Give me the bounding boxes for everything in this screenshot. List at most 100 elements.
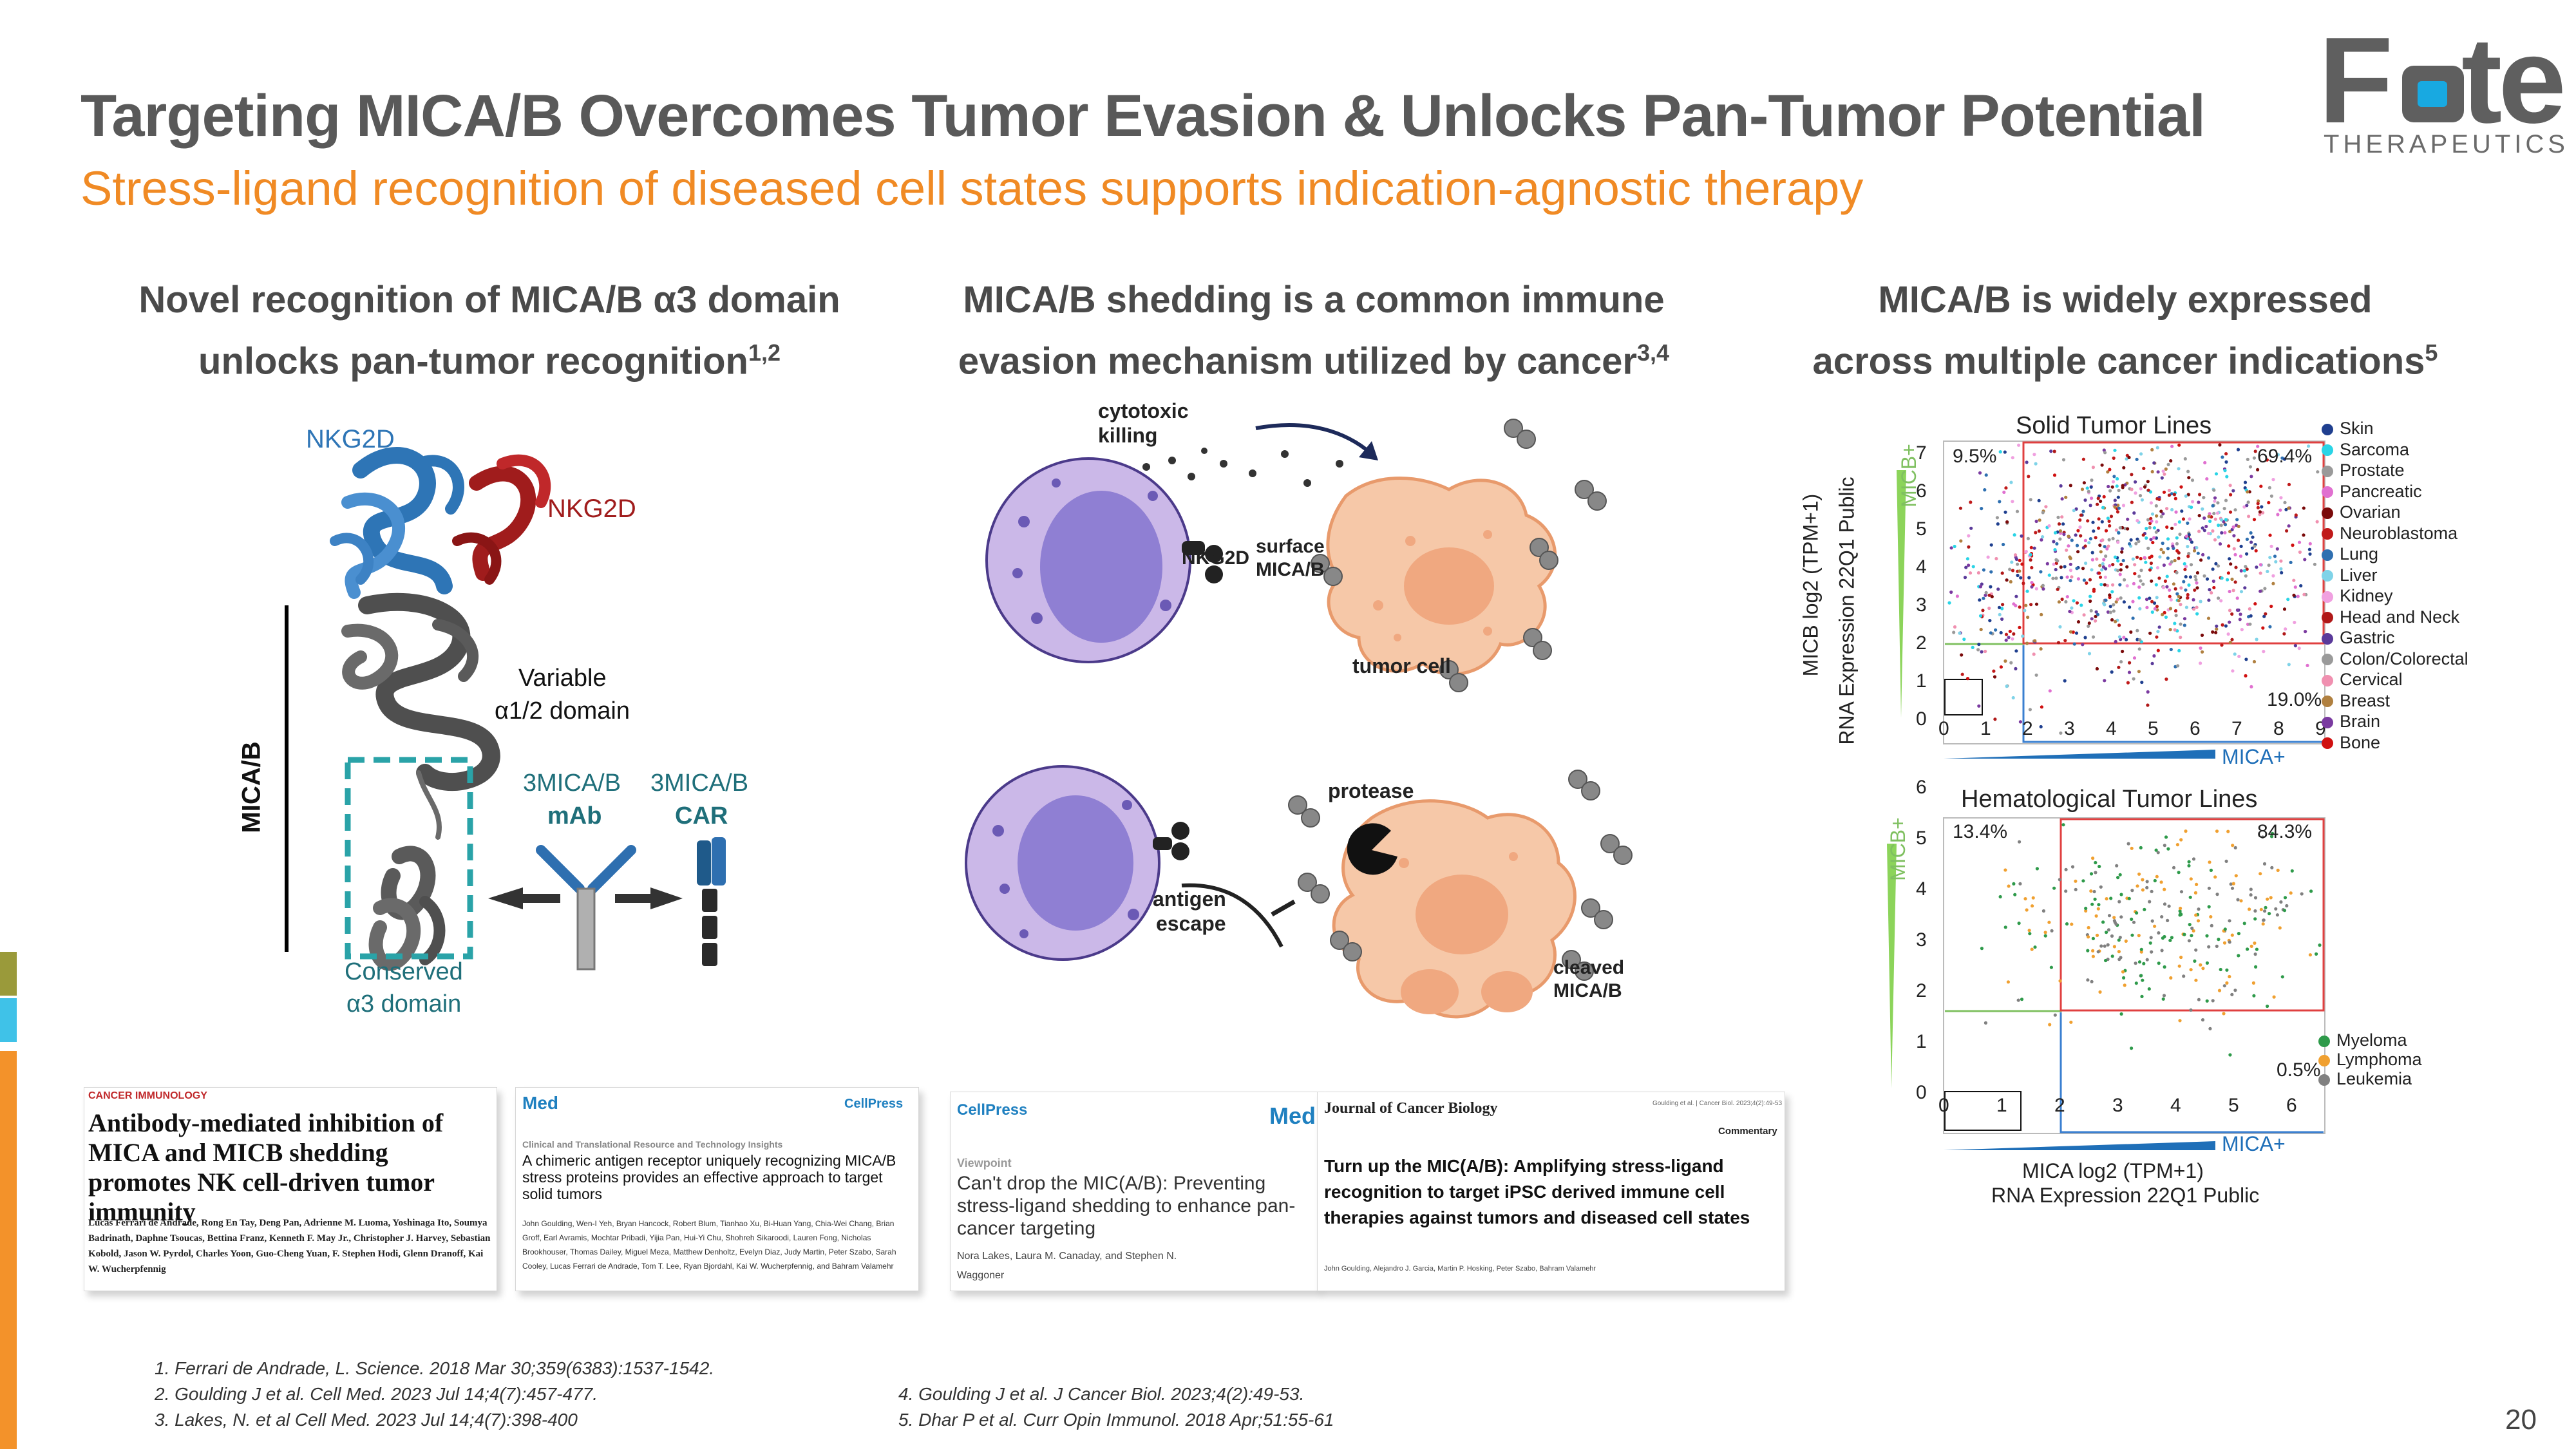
- scatter-point: [2069, 484, 2072, 488]
- legend-swatch-icon: [2322, 632, 2333, 645]
- scatter-point: [2088, 599, 2092, 603]
- scatter-point: [2228, 940, 2231, 944]
- scatter-point: [2096, 612, 2100, 616]
- legend-label: Leukemia: [2336, 1069, 2412, 1088]
- scatter-point: [2188, 923, 2192, 927]
- legend-item: Leukemia: [2318, 1069, 2412, 1089]
- scatter-point: [1953, 625, 1957, 629]
- scatter-point: [2166, 462, 2170, 466]
- scatter-point: [2258, 513, 2262, 516]
- scatter-point: [2090, 558, 2094, 562]
- scatter-point: [2171, 544, 2175, 548]
- paper-card-med-viewpoint[interactable]: CellPress Med Viewpoint Can't drop the M…: [950, 1092, 1318, 1291]
- scatter-point: [2167, 493, 2171, 497]
- scatter-point: [2142, 466, 2146, 470]
- scatter-point: [2055, 542, 2059, 546]
- scatter-point: [2292, 578, 2296, 582]
- paper-card-science[interactable]: CANCER IMMUNOLOGY Antibody-mediated inhi…: [84, 1087, 497, 1291]
- legend-label: Skin: [2340, 419, 2374, 438]
- scatter-point: [2112, 919, 2116, 923]
- scatter-point: [2083, 636, 2087, 639]
- scatter-point: [2134, 542, 2138, 545]
- scatter-point: [1955, 594, 1959, 598]
- scatter-point: [2230, 577, 2234, 582]
- scatter-point: [2037, 498, 2041, 502]
- paper-card-med-car[interactable]: Med CellPress Clinical and Translational…: [515, 1087, 919, 1291]
- scatter-point: [2145, 536, 2148, 540]
- scatter-point: [2238, 618, 2242, 621]
- scatter-point: [1987, 606, 1991, 611]
- scatter-point: [2067, 535, 2070, 538]
- scatter-point: [2009, 480, 2013, 484]
- heading-line1: MICA/B is widely expressed: [1878, 279, 2372, 321]
- scatter-point: [1999, 630, 2003, 635]
- scatter-point: [2117, 623, 2121, 627]
- scatter-point: [2092, 589, 2096, 593]
- scatter-point: [2274, 907, 2278, 911]
- scatter-point: [2128, 661, 2132, 665]
- x-tick-label: 5: [2148, 718, 2159, 739]
- solid-tumor-scatter: [1897, 440, 2325, 759]
- scatter-point: [2289, 560, 2293, 564]
- scatter-point: [2268, 486, 2271, 489]
- scatter-point: [2316, 470, 2320, 474]
- scatter-point: [2212, 585, 2216, 590]
- legend-label: Head and Neck: [2340, 607, 2460, 627]
- scatter-point: [2041, 583, 2045, 587]
- scatter-point: [2106, 943, 2110, 947]
- scatter-point: [2076, 550, 2080, 554]
- scatter-point: [2103, 583, 2107, 587]
- scatter-point: [2104, 598, 2108, 602]
- scatter-point: [2137, 934, 2141, 938]
- scatter-point: [2308, 552, 2312, 556]
- scatter-point: [2228, 1053, 2232, 1057]
- heading-line2: evasion mechanism utilized by cancer3,4: [958, 339, 1670, 383]
- scatter-point: [2203, 460, 2207, 465]
- scatter-point: [2254, 549, 2258, 553]
- scatter-point: [2138, 494, 2143, 498]
- scatter-point: [2130, 488, 2134, 491]
- scatter-point: [1947, 601, 1951, 605]
- scatter-point: [2062, 533, 2066, 536]
- scatter-point: [2111, 536, 2115, 540]
- scatter-point: [2094, 610, 2098, 614]
- scatter-point: [2213, 538, 2217, 542]
- scatter-point: [2119, 568, 2123, 572]
- scatter-point: [2218, 542, 2222, 546]
- scatter-point: [2126, 842, 2130, 846]
- scatter-point: [2224, 452, 2228, 456]
- sidebar-olive-bar: [0, 952, 17, 996]
- scatter-point: [2011, 500, 2014, 504]
- scatter-point: [2098, 575, 2103, 579]
- scatter-point: [2127, 455, 2131, 459]
- scatter-point: [2144, 560, 2148, 564]
- scatter-point: [1960, 653, 1964, 657]
- scatter-point: [2130, 846, 2134, 850]
- scatter-point: [2016, 998, 2020, 1002]
- legend-item: Skin: [2322, 419, 2374, 439]
- x-tick-label: 3: [2112, 1095, 2123, 1116]
- legend-label: Sarcoma: [2340, 439, 2410, 459]
- scatter-point: [2104, 958, 2108, 963]
- scatter-point: [1996, 587, 2000, 591]
- scatter-point: [2215, 944, 2219, 948]
- scatter-point: [2258, 510, 2262, 514]
- scatter-point: [2135, 457, 2139, 461]
- scatter-point: [2110, 590, 2114, 594]
- scatter-point: [2094, 536, 2098, 540]
- scatter-point: [2145, 880, 2149, 884]
- scatter-point: [2155, 566, 2160, 570]
- scatter-point: [2010, 560, 2014, 564]
- scatter-point: [2259, 563, 2262, 567]
- scatter-point: [2007, 884, 2011, 888]
- paper-card-jcb[interactable]: Journal of Cancer Biology Goulding et al…: [1317, 1092, 1785, 1291]
- scatter-point: [2261, 511, 2265, 515]
- scatter-point: [2043, 931, 2047, 934]
- scatter-point: [2130, 917, 2134, 921]
- scatter-point: [2271, 582, 2275, 585]
- scatter-point: [2137, 670, 2141, 674]
- scatter-point: [2279, 559, 2283, 563]
- scatter-point: [2133, 572, 2137, 576]
- shedding-mechanism-drawing: [965, 419, 1633, 1019]
- scatter-point: [2150, 919, 2154, 923]
